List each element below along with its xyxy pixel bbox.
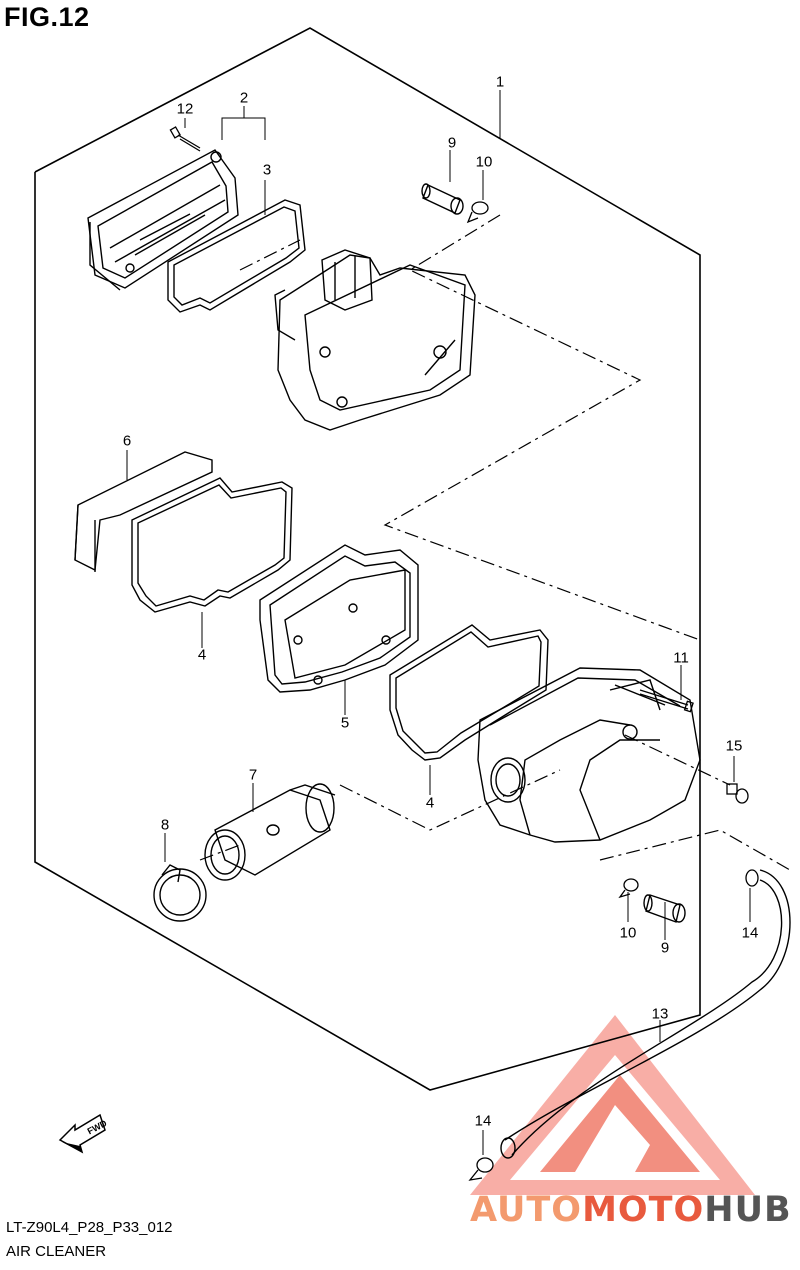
part-gasket-right [389, 624, 549, 761]
callout-8: 8 [160, 816, 170, 834]
leader-lines [126, 90, 751, 1155]
callout-14-right: 14 [741, 924, 759, 942]
figure-code: LT-Z90L4_P28_P33_012 [6, 1219, 173, 1236]
watermark-part2: MOTO [582, 1190, 705, 1230]
part-clamp-lower [618, 878, 639, 899]
callout-15: 15 [725, 737, 743, 755]
part-hose-clamp [468, 869, 759, 1181]
callout-4-right: 4 [425, 794, 435, 812]
part-gasket-upper [167, 199, 306, 313]
part-inlet-clamp [153, 864, 207, 922]
callout-3: 3 [262, 161, 272, 179]
part-clamp-upper [466, 201, 489, 224]
fwd-arrow-icon: FWD [58, 1113, 109, 1154]
callout-11: 11 [673, 649, 689, 667]
watermark-text: AUTOMOTOHUB [470, 1190, 792, 1230]
part-cap-cover [87, 149, 239, 291]
callout-9-lower: 9 [660, 939, 670, 957]
figure-name: AIR CLEANER [6, 1243, 107, 1260]
callout-9-upper: 9 [447, 134, 457, 152]
part-drain-plug-upper [421, 183, 464, 215]
callout-2: 2 [239, 89, 249, 107]
part-bolt [639, 689, 694, 713]
callout-12: 12 [176, 100, 194, 118]
part-element-foam [74, 451, 213, 572]
part-case-body [477, 667, 701, 843]
callout-14-lower: 14 [474, 1112, 492, 1130]
part-screw [169, 126, 201, 152]
part-bolt-15 [726, 783, 749, 804]
callout-1: 1 [495, 73, 505, 91]
callout-7: 7 [248, 766, 258, 784]
callout-10-lower: 10 [619, 924, 637, 942]
watermark-part1: AUTO [470, 1190, 583, 1230]
callout-5: 5 [340, 714, 350, 732]
part-case-upper [274, 249, 476, 431]
reference-lines [199, 214, 791, 871]
part-drain-hose [500, 869, 791, 1159]
watermark-logo-triangle [470, 1015, 755, 1195]
callout-10-upper: 10 [475, 153, 493, 171]
callout-4-left: 4 [197, 646, 207, 664]
part-drain-plug-lower [643, 894, 686, 923]
part-inlet-tube [204, 783, 336, 881]
watermark-part3: HUB [704, 1190, 792, 1230]
part-element-holder [259, 544, 419, 693]
callout-6: 6 [122, 432, 132, 450]
callout-13: 13 [651, 1005, 669, 1023]
part-gasket-left [131, 477, 293, 613]
assembly-outline [34, 27, 701, 1091]
figure-title: FIG.12 [4, 2, 90, 32]
